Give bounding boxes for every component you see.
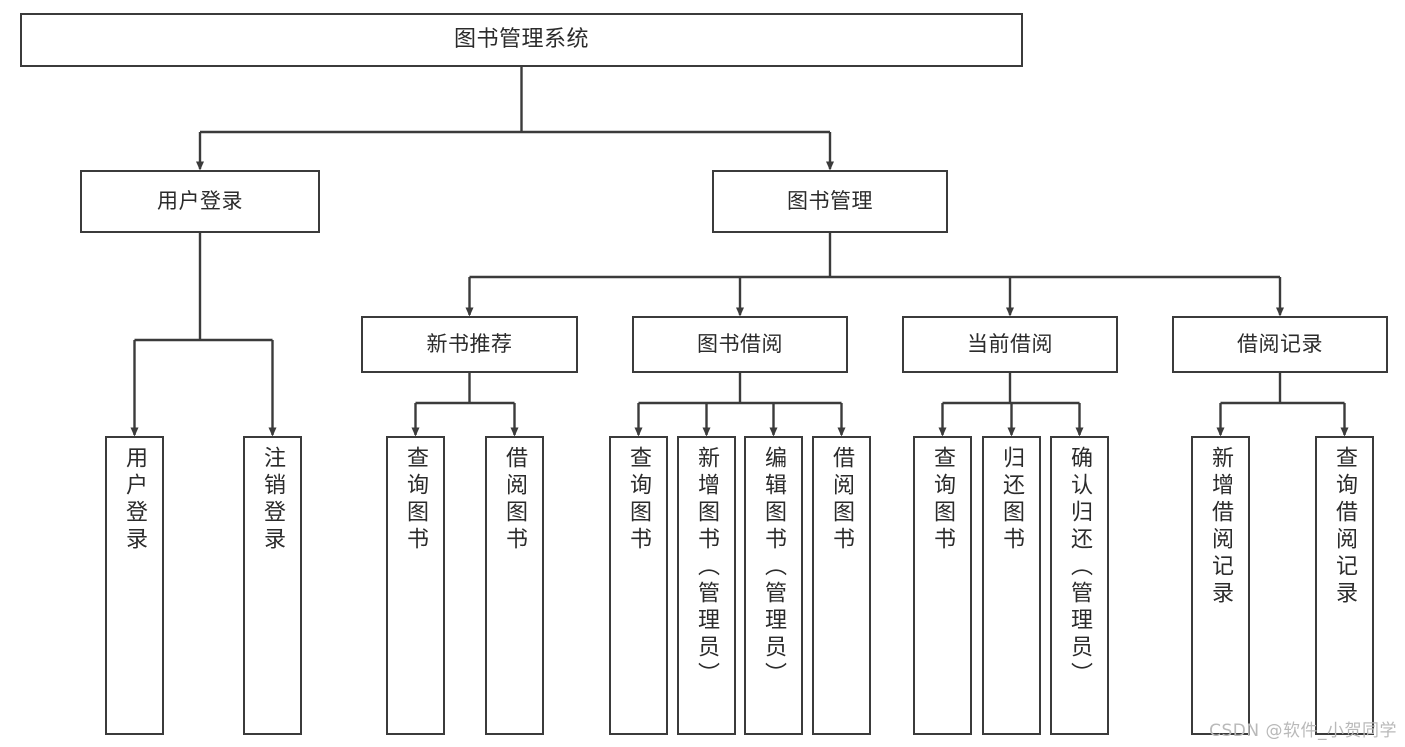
node-book-manage-label: 图书管理 <box>787 189 873 214</box>
leaf-query-record[interactable]: 查询借阅记录 <box>1315 436 1374 735</box>
leaf-borrow-book-2-label: 借阅图书 <box>829 446 855 554</box>
leaf-logout-login-label: 注销登录 <box>260 446 286 554</box>
leaf-logout-login[interactable]: 注销登录 <box>243 436 302 735</box>
node-new-book-recommend-label: 新书推荐 <box>426 332 513 357</box>
leaf-confirm-return-label: 确认归还（管理员） <box>1067 446 1093 689</box>
node-root[interactable]: 图书管理系统 <box>20 13 1023 67</box>
node-root-label: 图书管理系统 <box>453 27 589 53</box>
leaf-user-login[interactable]: 用户登录 <box>105 436 164 735</box>
leaf-edit-book[interactable]: 编辑图书（管理员） <box>744 436 803 735</box>
leaf-borrow-book-2[interactable]: 借阅图书 <box>812 436 871 735</box>
node-book-borrow[interactable]: 图书借阅 <box>632 316 848 373</box>
node-book-borrow-label: 图书借阅 <box>697 332 783 357</box>
node-new-book-recommend[interactable]: 新书推荐 <box>361 316 578 373</box>
leaf-query-record-label: 查询借阅记录 <box>1332 446 1358 608</box>
leaf-query-book-1[interactable]: 查询图书 <box>386 436 445 735</box>
node-user-login-label: 用户登录 <box>157 189 243 214</box>
leaf-return-book-label: 归还图书 <box>999 446 1025 554</box>
leaf-add-book[interactable]: 新增图书（管理员） <box>677 436 736 735</box>
node-borrow-record[interactable]: 借阅记录 <box>1172 316 1388 373</box>
node-book-manage[interactable]: 图书管理 <box>712 170 948 233</box>
leaf-add-book-label: 新增图书（管理员） <box>694 446 720 689</box>
leaf-query-book-3[interactable]: 查询图书 <box>913 436 972 735</box>
leaf-add-record[interactable]: 新增借阅记录 <box>1191 436 1250 735</box>
node-current-borrow[interactable]: 当前借阅 <box>902 316 1118 373</box>
leaf-user-login-label: 用户登录 <box>122 446 148 554</box>
watermark: CSDN @软件_小贺同学 <box>1209 721 1397 741</box>
node-borrow-record-label: 借阅记录 <box>1237 332 1323 357</box>
leaf-confirm-return[interactable]: 确认归还（管理员） <box>1050 436 1109 735</box>
leaf-query-book-1-label: 查询图书 <box>403 446 429 554</box>
leaf-borrow-book-1[interactable]: 借阅图书 <box>485 436 544 735</box>
leaf-add-record-label: 新增借阅记录 <box>1208 446 1234 608</box>
leaf-query-book-2-label: 查询图书 <box>626 446 652 554</box>
leaf-query-book-3-label: 查询图书 <box>930 446 956 554</box>
leaf-return-book[interactable]: 归还图书 <box>982 436 1041 735</box>
node-current-borrow-label: 当前借阅 <box>967 332 1053 357</box>
node-user-login[interactable]: 用户登录 <box>80 170 320 233</box>
leaf-edit-book-label: 编辑图书（管理员） <box>761 446 787 689</box>
leaf-query-book-2[interactable]: 查询图书 <box>609 436 668 735</box>
leaf-borrow-book-1-label: 借阅图书 <box>502 446 528 554</box>
